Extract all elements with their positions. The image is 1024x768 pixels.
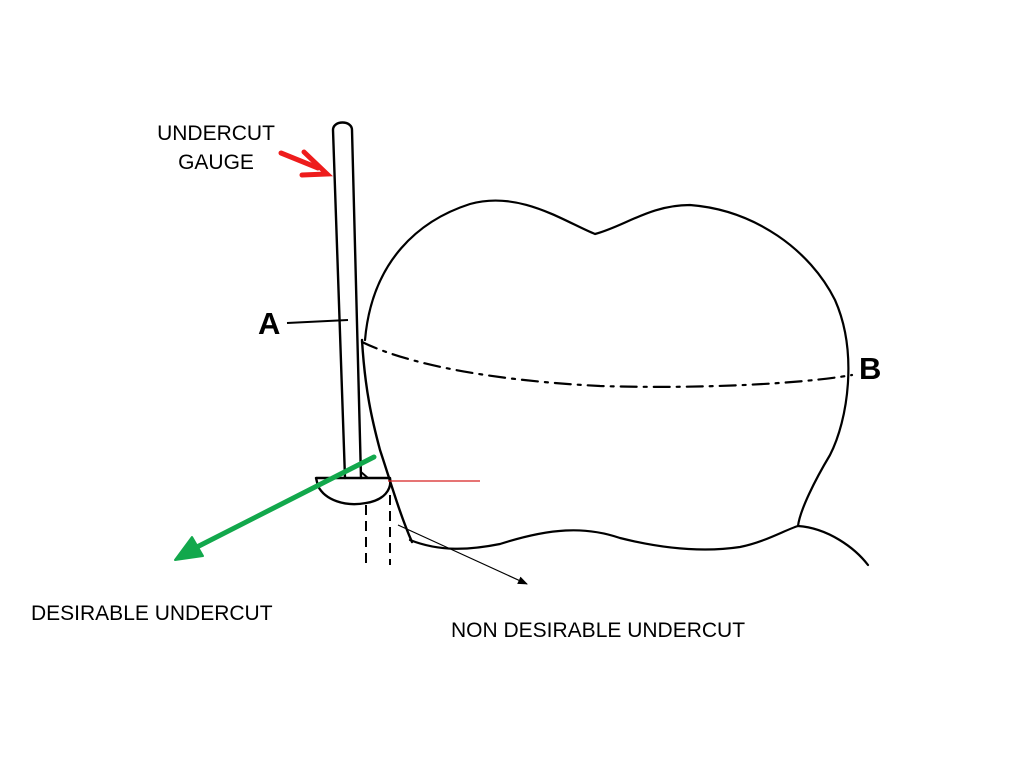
gauge-head-step bbox=[360, 471, 369, 479]
non-desirable-leader-arrow bbox=[397, 524, 528, 585]
point-b-label: B bbox=[859, 351, 882, 386]
undercut-gauge-head bbox=[314, 476, 392, 506]
point-a-label: A bbox=[258, 306, 281, 341]
tooth-cervical-outline bbox=[408, 524, 800, 551]
undercut-gauge-label: UNDERCUT GAUGE bbox=[130, 119, 302, 177]
undercut-gauge-label-line2: GAUGE bbox=[178, 151, 254, 174]
undercut-gauge-rod bbox=[331, 121, 363, 480]
desirable-undercut-arrow bbox=[174, 454, 377, 561]
undercut-gauge-label-line1: UNDERCUT bbox=[157, 122, 275, 145]
non-desirable-undercut-label: NON DESIRABLE UNDERCUT bbox=[451, 619, 746, 642]
survey-line bbox=[360, 340, 854, 388]
tooth-crown-outline bbox=[363, 199, 870, 567]
pointer-line-a bbox=[286, 319, 349, 324]
tooth-mesial-surface bbox=[360, 338, 414, 544]
desirable-undercut-label: DESIRABLE UNDERCUT bbox=[31, 602, 273, 625]
gauge-pointer-arrow bbox=[278, 149, 333, 178]
